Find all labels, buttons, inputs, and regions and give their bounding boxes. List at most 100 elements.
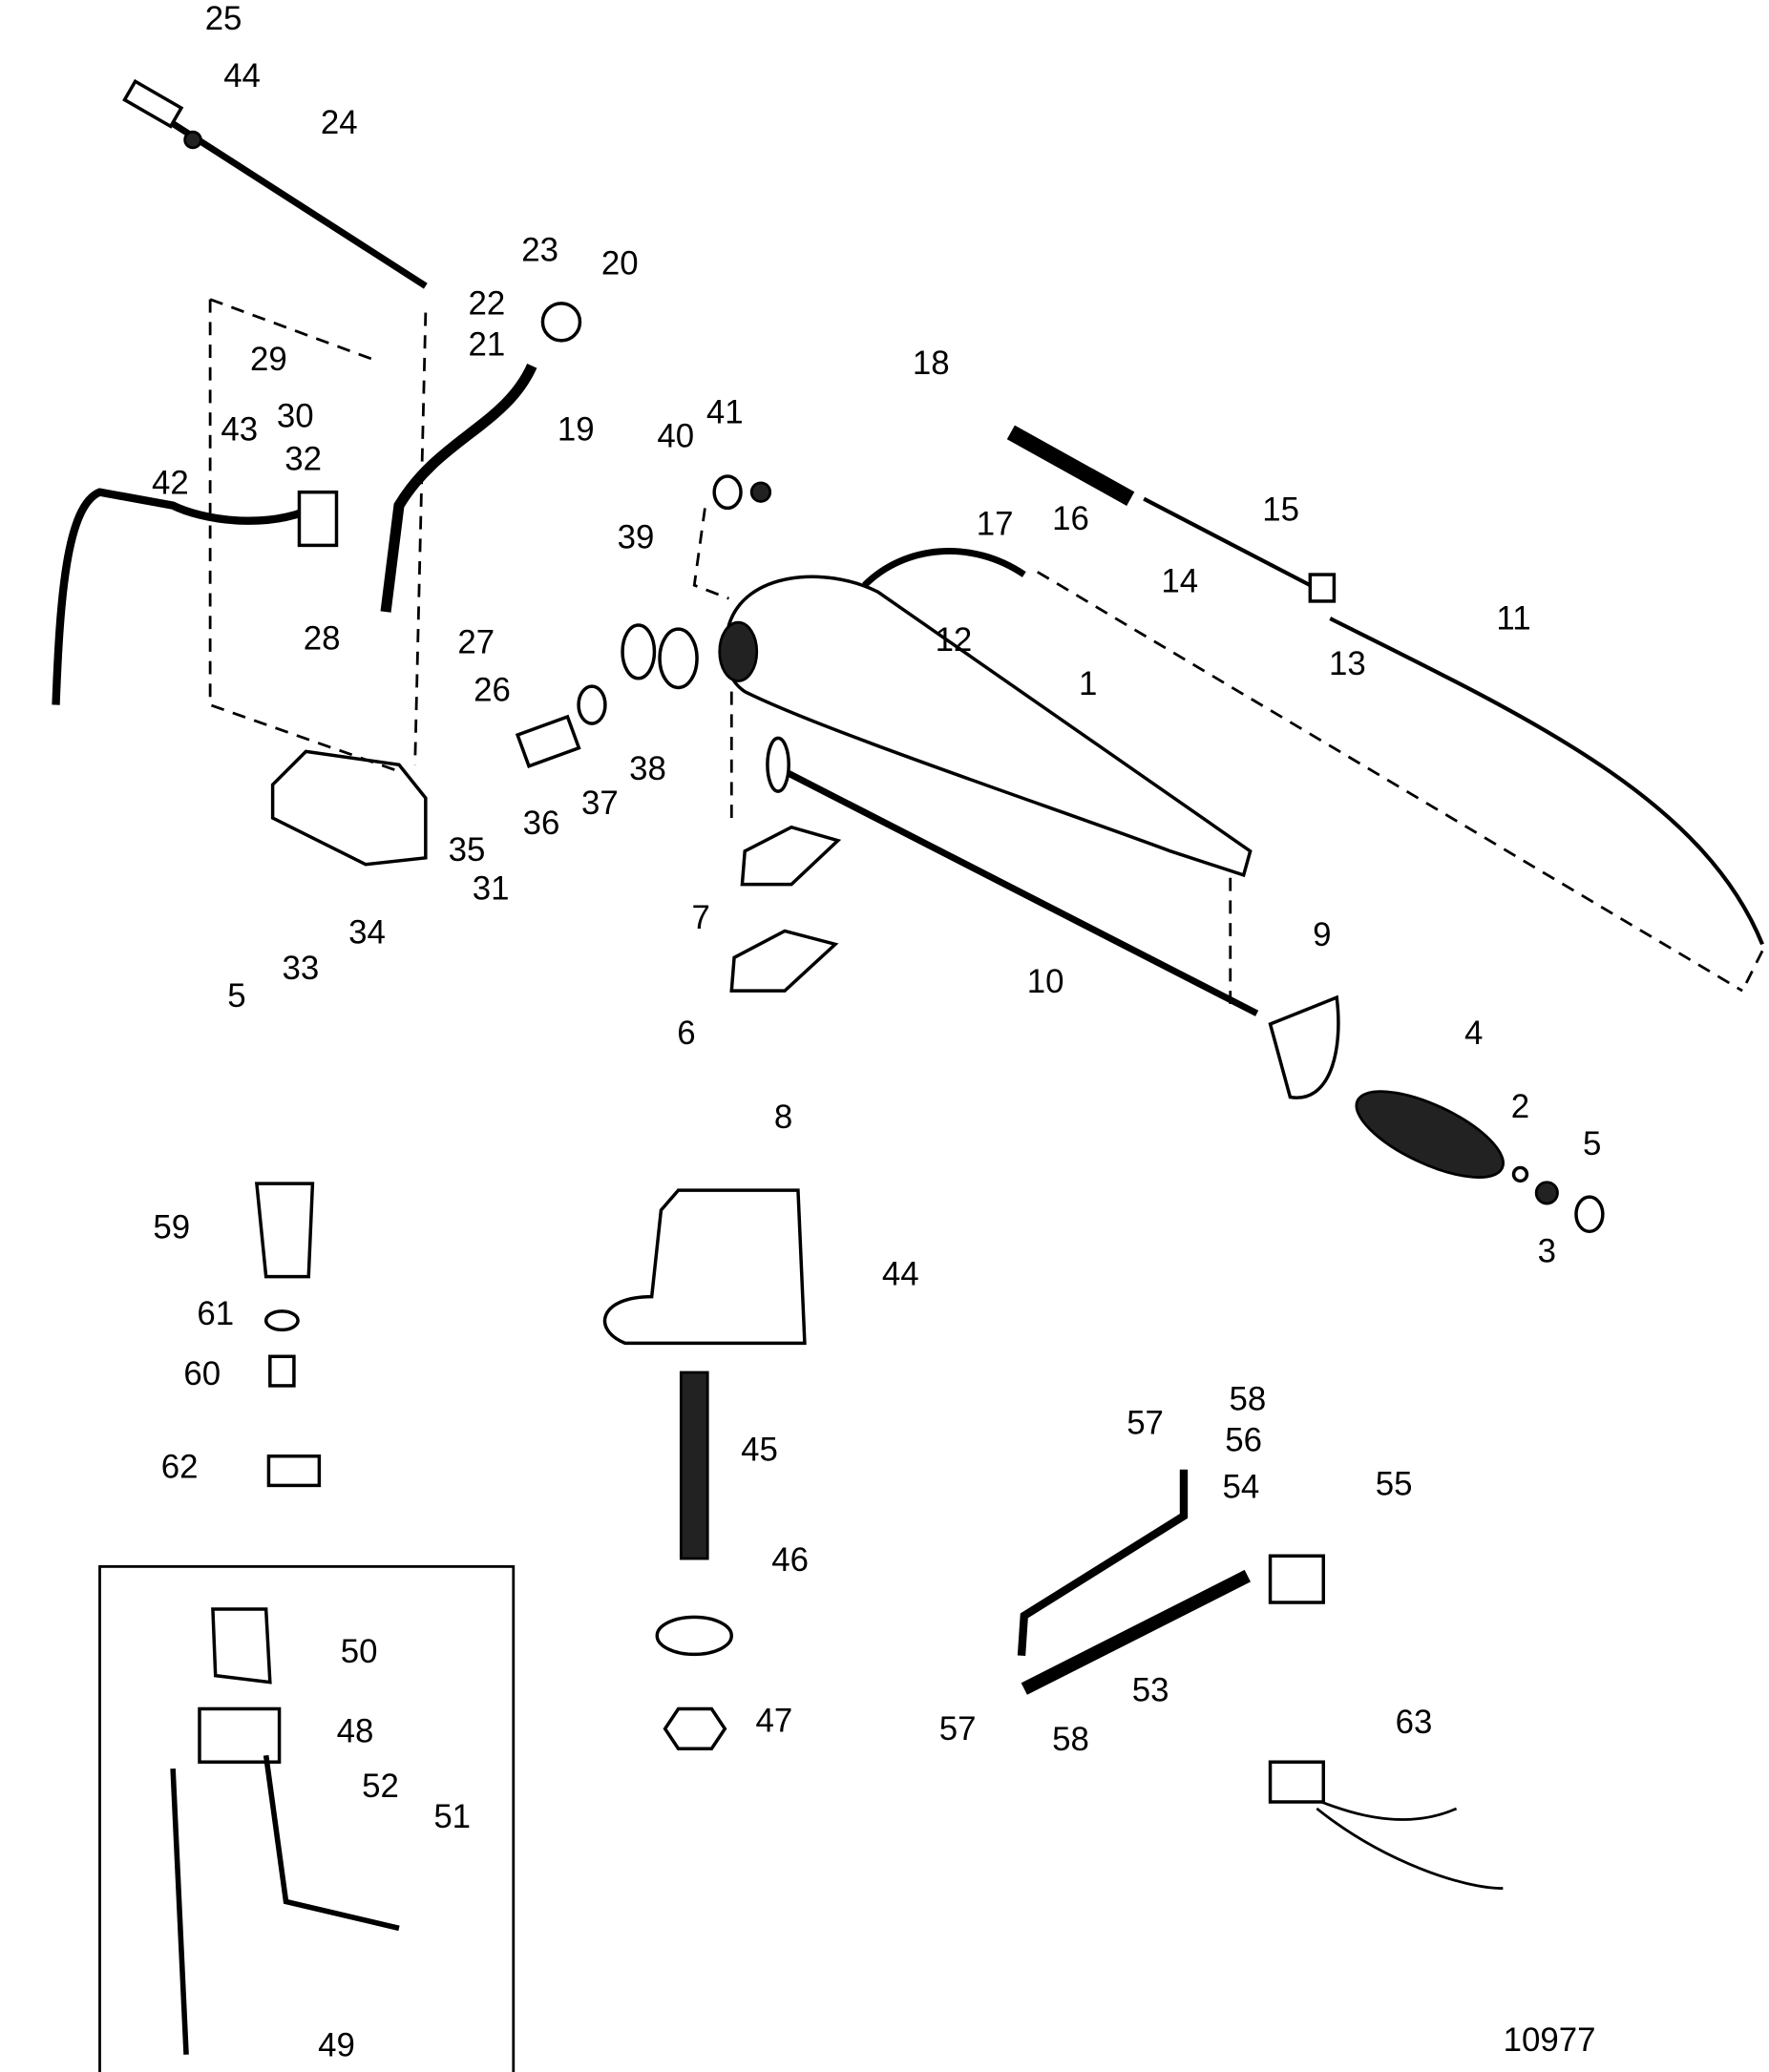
gasket-39b	[658, 627, 699, 690]
rod-flange	[766, 736, 790, 793]
callout-36: 36	[523, 805, 560, 842]
callout-26: 26	[474, 672, 511, 709]
callout-59: 59	[153, 1209, 190, 1246]
end-25	[122, 78, 184, 129]
bracket-31	[270, 749, 428, 867]
callout-55: 55	[1376, 1466, 1413, 1503]
callout-45: 45	[741, 1431, 778, 1468]
washer-61	[263, 1309, 300, 1332]
nut-3	[1534, 1181, 1559, 1205]
callout-39: 39	[618, 519, 655, 556]
dashed-guide	[692, 508, 729, 600]
callout-25: 25	[205, 0, 242, 37]
callout-30: 30	[277, 398, 314, 435]
clip-59	[254, 1182, 315, 1279]
callout-60: 60	[183, 1355, 221, 1392]
callout-10: 10	[1027, 963, 1064, 1000]
callout-58: 58	[1229, 1380, 1266, 1417]
switch-48	[198, 1706, 282, 1764]
callout-53: 53	[1132, 1671, 1169, 1708]
callout-13: 13	[1329, 645, 1366, 682]
callout-41: 41	[706, 394, 744, 431]
gasket-39	[621, 623, 657, 680]
part-62	[266, 1455, 322, 1488]
rod-14	[1143, 496, 1312, 588]
harness-48	[170, 1754, 400, 2055]
callout-20: 20	[601, 245, 639, 283]
callout-44: 44	[223, 57, 261, 94]
callout-17: 17	[977, 506, 1014, 543]
callout-23: 23	[521, 232, 558, 269]
nut-47	[663, 1706, 727, 1751]
callout-38: 38	[629, 750, 666, 787]
washer-40	[712, 474, 743, 511]
callout-35: 35	[449, 831, 486, 869]
callout-42: 42	[152, 464, 189, 501]
callout-58: 58	[1052, 1721, 1089, 1758]
end-cap-9	[1268, 994, 1340, 1099]
dashed-guide	[1037, 571, 1743, 993]
connector-63	[1268, 1760, 1326, 1804]
callout-2: 2	[1511, 1088, 1529, 1125]
callout-32: 32	[284, 440, 322, 477]
callout-28: 28	[304, 619, 341, 657]
callout-37: 37	[581, 785, 619, 822]
lever-54	[1017, 1469, 1189, 1657]
callout-7: 7	[692, 899, 710, 936]
callout-5: 5	[227, 977, 245, 1015]
callout-19: 19	[558, 411, 595, 449]
rod-10	[783, 768, 1259, 1016]
plate-7	[740, 825, 842, 887]
callout-43: 43	[221, 411, 258, 449]
cable-11	[1329, 617, 1764, 946]
callout-48: 48	[337, 1713, 374, 1750]
dashed-guide	[413, 312, 428, 765]
dashed-guide	[209, 298, 373, 361]
callout-15: 15	[1262, 491, 1299, 528]
callout-52: 52	[362, 1768, 399, 1805]
callout-54: 54	[1223, 1468, 1260, 1505]
cable-12	[862, 548, 1026, 588]
callout-44: 44	[882, 1255, 919, 1292]
switch-42	[297, 490, 339, 548]
nut-41	[749, 481, 772, 503]
nut-44	[183, 130, 202, 150]
callout-57: 57	[1127, 1404, 1164, 1441]
switch-55	[1268, 1554, 1326, 1604]
figure-number: 10977	[1504, 2021, 1596, 2059]
lever-19	[380, 363, 537, 613]
clip-13	[1308, 573, 1337, 603]
callout-46: 46	[771, 1541, 809, 1579]
callout-29: 29	[250, 341, 287, 378]
callout-8: 8	[774, 1099, 792, 1136]
washer-2	[1511, 1165, 1529, 1183]
callout-57: 57	[939, 1710, 977, 1748]
callout-51: 51	[433, 1798, 471, 1835]
callout-62: 62	[161, 1448, 199, 1485]
callout-61: 61	[197, 1295, 234, 1332]
callout-5: 5	[1583, 1125, 1601, 1162]
callout-63: 63	[1396, 1704, 1433, 1741]
plate-6	[729, 929, 839, 993]
bolt-60	[268, 1354, 296, 1388]
callout-1: 1	[1079, 665, 1097, 702]
inset-box	[98, 1565, 516, 2072]
bushing-37	[515, 714, 581, 768]
callout-34: 34	[348, 913, 386, 951]
callout-56: 56	[1225, 1422, 1262, 1459]
washer-38	[577, 684, 607, 725]
harness-42	[52, 488, 322, 705]
dashed-guide	[1740, 950, 1764, 992]
callout-14: 14	[1161, 563, 1198, 600]
callout-6: 6	[677, 1015, 695, 1052]
callout-47: 47	[755, 1703, 792, 1740]
callout-4: 4	[1464, 1015, 1483, 1052]
rod-53	[1021, 1569, 1251, 1695]
callout-16: 16	[1052, 500, 1089, 537]
callout-50: 50	[341, 1633, 378, 1670]
knob-20	[540, 302, 582, 343]
callout-12: 12	[936, 621, 973, 659]
callout-3: 3	[1538, 1233, 1556, 1270]
callout-22: 22	[469, 284, 506, 322]
